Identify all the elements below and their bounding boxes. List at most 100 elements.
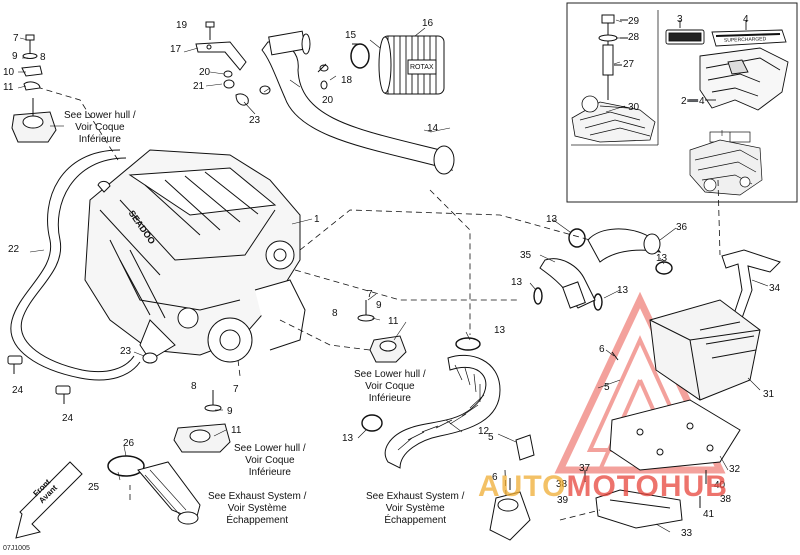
callout-13b: 13 <box>656 253 668 264</box>
callout-19: 19 <box>176 20 188 31</box>
callout-33: 33 <box>681 528 693 539</box>
callout-20b: 20 <box>322 95 334 106</box>
inset-engine-small <box>689 131 763 196</box>
note-see-lower-hull: See Lower hull / Voir Coque Inférieure <box>234 443 306 478</box>
callout-13a: 13 <box>546 214 558 225</box>
breather-fitting <box>598 14 628 100</box>
watermark-auto: AUTO <box>478 470 567 503</box>
callout-13e: 13 <box>494 325 506 336</box>
watermark-hub: HUB <box>659 470 728 503</box>
engine-mount-top-left <box>11 34 57 143</box>
callout-5b: 5 <box>488 432 494 443</box>
callout-18: 18 <box>341 75 353 86</box>
callout-16: 16 <box>422 18 434 29</box>
drain-hose <box>10 149 141 381</box>
front-arrow <box>15 461 83 539</box>
callout-11a: 11 <box>3 82 14 93</box>
callout-22: 22 <box>8 244 20 255</box>
callout-24a: 24 <box>12 385 24 396</box>
support-plate <box>609 399 741 471</box>
routing-lines <box>39 87 721 521</box>
callout-7b: 7 <box>367 289 373 300</box>
callout-23b: 23 <box>120 346 132 357</box>
callout-32: 32 <box>729 464 741 475</box>
callout-30: 30 <box>628 102 640 113</box>
callout-5a: 5 <box>604 382 610 393</box>
engine-mount-bottom <box>173 390 231 453</box>
callout-39: 39 <box>557 495 569 506</box>
elbow-hose <box>587 228 662 263</box>
filter-brand-text: ROTAX <box>410 64 434 71</box>
lower-bracket <box>595 489 683 529</box>
note-see-lower-hull: See Lower hull / Voir Coque Inférieure <box>64 110 136 145</box>
callout-1: 1 <box>314 214 320 225</box>
callout-40: 40 <box>714 480 726 491</box>
callout-24b: 24 <box>62 413 74 424</box>
callout-34: 34 <box>769 283 781 294</box>
clamp <box>142 352 158 364</box>
callout-23a: 23 <box>249 115 261 126</box>
callout-6a: 6 <box>599 344 605 355</box>
watermark-text: AUTOMOTOHUB <box>478 470 728 504</box>
callout-3: 3 <box>677 14 683 25</box>
callout-20a: 20 <box>199 67 211 78</box>
intercooler-box <box>649 299 761 401</box>
callout-13f: 13 <box>342 433 354 444</box>
engine-mount-center <box>357 300 407 363</box>
exhaust-outlet <box>489 491 531 541</box>
callout-6b: 6 <box>492 472 498 483</box>
engine-assembly <box>84 149 306 363</box>
watermark-moto: MOTO <box>566 470 660 503</box>
callout-7a: 7 <box>13 33 19 44</box>
callout-14: 14 <box>427 123 439 134</box>
callout-10: 10 <box>3 67 15 78</box>
callout-2-4: 2➖4 <box>681 96 705 107</box>
intake-hose <box>261 30 455 175</box>
callout-15: 15 <box>345 30 357 41</box>
callout-31: 31 <box>763 389 775 400</box>
callout-27: 27 <box>623 59 635 70</box>
callout-8a: 8 <box>40 52 46 63</box>
engine-cover <box>665 20 789 111</box>
mounting-bracket <box>721 249 781 319</box>
fasteners-top <box>205 21 329 106</box>
callout-9b: 9 <box>376 300 382 311</box>
bracket <box>195 41 247 71</box>
callout-11b: 11 <box>388 316 399 327</box>
callout-25: 25 <box>88 482 100 493</box>
callout-8b: 8 <box>332 308 338 319</box>
callout-26: 26 <box>123 438 135 449</box>
callout-9c: 9 <box>227 406 233 417</box>
callout-8c: 8 <box>191 381 197 392</box>
cover-sticker-text: SUPERCHARGED <box>723 36 767 44</box>
callout-13d: 13 <box>617 285 629 296</box>
inset-engine-detail <box>571 95 656 143</box>
fittings <box>7 355 71 404</box>
exhaust-coupling <box>107 455 201 525</box>
hose-clamps <box>361 228 673 432</box>
callout-11c: 11 <box>231 425 242 436</box>
callout-38b: 38 <box>720 494 732 505</box>
note-see-exhaust-system: See Exhaust System / Voir Système Échapp… <box>208 491 307 526</box>
callout-38a: 38 <box>556 479 568 490</box>
corrugated-hose <box>384 354 501 469</box>
callout-7c: 7 <box>233 384 239 395</box>
callout-35: 35 <box>520 250 532 261</box>
callout-41: 41 <box>703 509 715 520</box>
leader-lines <box>17 19 769 533</box>
fasteners-right <box>509 351 707 508</box>
callout-9a: 9 <box>12 51 18 62</box>
callout-12: 12 <box>478 426 490 437</box>
callout-4: 4 <box>743 14 749 25</box>
callout-28: 28 <box>628 32 640 43</box>
callout-21: 21 <box>193 81 205 92</box>
air-filter <box>378 35 445 95</box>
callout-29: 29 <box>628 16 640 27</box>
connecting-hose <box>539 258 596 309</box>
inset-frame <box>566 2 798 203</box>
callout-17: 17 <box>170 44 182 55</box>
drawing-code: 07J1005 <box>3 545 30 552</box>
note-see-exhaust-system: See Exhaust System / Voir Système Échapp… <box>366 491 465 526</box>
